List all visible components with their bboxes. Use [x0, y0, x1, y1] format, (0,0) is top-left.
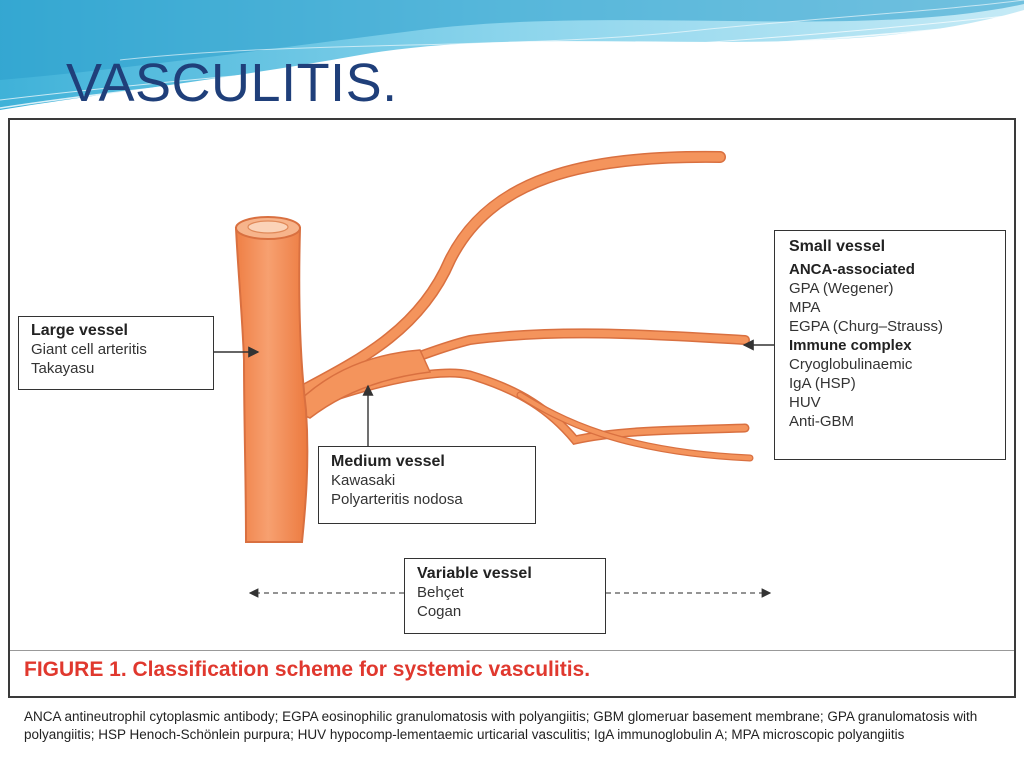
- small-vessel-item: Cryoglobulinaemic: [789, 356, 913, 373]
- caption-divider: [10, 650, 1014, 651]
- variable-vessel-box: Variable vessel Behçet Cogan: [404, 558, 606, 634]
- variable-vessel-item: Cogan: [417, 603, 462, 620]
- small-vessel-box: Small vessel ANCA-associated GPA (Wegene…: [774, 230, 1006, 460]
- small-vessel-heading: Small vessel: [789, 238, 886, 255]
- medium-vessel-item: Kawasaki: [331, 472, 396, 489]
- anca-associated-heading: ANCA-associated: [789, 261, 915, 278]
- figure-footnote: ANCA antineutrophil cytoplasmic antibody…: [24, 709, 978, 742]
- variable-vessel-item: Behçet: [417, 584, 464, 601]
- variable-vessel-heading: Variable vessel: [417, 565, 532, 582]
- figure-caption: FIGURE 1. Classification scheme for syst…: [24, 658, 591, 681]
- small-vessel-item: GPA (Wegener): [789, 280, 894, 297]
- large-vessel-heading: Large vessel: [31, 322, 128, 339]
- header-wave-decoration: [0, 0, 1024, 110]
- large-vessel-item: Takayasu: [31, 360, 95, 377]
- medium-vessel-box: Medium vessel Kawasaki Polyarteritis nod…: [318, 446, 536, 524]
- small-vessel-item: EGPA (Churg–Strauss): [789, 318, 943, 335]
- small-vessel-item: IgA (HSP): [789, 375, 856, 392]
- small-vessel-item: MPA: [789, 299, 821, 316]
- medium-vessel-item: Polyarteritis nodosa: [331, 491, 463, 508]
- medium-vessel-heading: Medium vessel: [331, 453, 445, 470]
- large-vessel-item: Giant cell arteritis: [31, 341, 147, 358]
- immune-complex-heading: Immune complex: [789, 337, 912, 354]
- small-vessel-item: HUV: [789, 394, 821, 411]
- small-vessel-item: Anti-GBM: [789, 413, 855, 430]
- slide-title: VASCULITIS.: [66, 53, 398, 113]
- large-vessel-box: Large vessel Giant cell arteritis Takaya…: [18, 316, 214, 390]
